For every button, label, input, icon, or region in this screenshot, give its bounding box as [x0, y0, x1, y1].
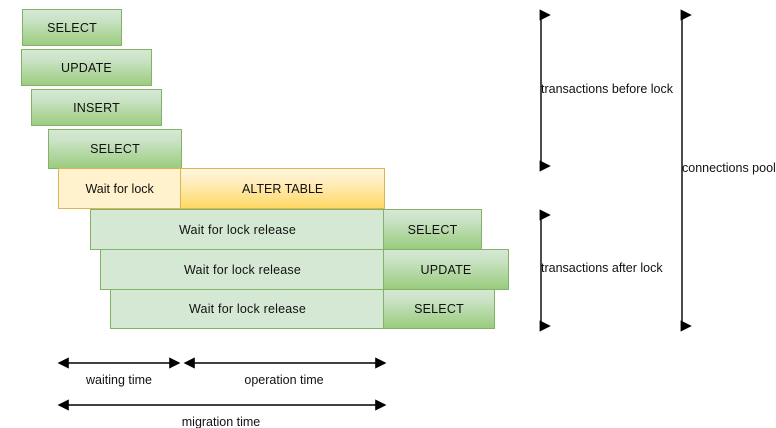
wait-release-label: Wait for lock release — [184, 262, 301, 277]
migration-time-arrow — [52, 397, 392, 413]
transaction-bar-select-1: SELECT — [22, 9, 122, 46]
waiting-time-label: waiting time — [86, 373, 152, 387]
lock-row: Wait for lock ALTER TABLE — [58, 168, 385, 209]
transaction-bar-update-1: UPDATE — [21, 49, 152, 86]
connections-pool-label: connections pool — [682, 161, 776, 175]
transaction-bar-insert-1: INSERT — [31, 89, 162, 126]
executed-statement-label: SELECT — [407, 222, 458, 237]
migration-time-label: migration time — [181, 415, 261, 428]
transactions-before-lock-arrow — [533, 5, 551, 175]
executed-statement-select-2: SELECT — [383, 289, 495, 329]
executed-statement-update-1: UPDATE — [383, 249, 509, 290]
transaction-bar-label: SELECT — [47, 20, 97, 35]
wait-release-row-2: Wait for lock release UPDATE — [100, 249, 509, 290]
transaction-bar-label: SELECT — [90, 142, 140, 156]
transaction-bar-label: INSERT — [73, 100, 120, 115]
alter-table-cell: ALTER TABLE — [180, 169, 384, 208]
alter-table-label: ALTER TABLE — [241, 181, 324, 196]
waiting-time-arrow — [52, 355, 186, 371]
wait-release-row-1: Wait for lock release SELECT — [90, 209, 482, 250]
operation-time-arrow — [178, 355, 392, 371]
wait-for-lock-cell: Wait for lock — [59, 169, 181, 208]
transactions-before-lock-label: transactions before lock — [541, 82, 674, 96]
executed-statement-label: SELECT — [414, 302, 464, 316]
transaction-bar-select-2: SELECT — [48, 129, 182, 169]
operation-time-label: operation time — [244, 373, 324, 387]
wait-release-row-3: Wait for lock release SELECT — [110, 289, 495, 329]
transactions-after-lock-label: transactions after lock — [541, 261, 663, 275]
transaction-bar-label: UPDATE — [61, 60, 112, 75]
executed-statement-label: UPDATE — [420, 262, 472, 277]
executed-statement-select-1: SELECT — [383, 209, 482, 250]
wait-for-lock-label: Wait for lock — [85, 181, 154, 196]
wait-release-label: Wait for lock release — [179, 222, 296, 237]
connections-pool-arrow — [674, 5, 692, 335]
wait-release-label: Wait for lock release — [189, 302, 306, 316]
transactions-after-lock-arrow — [533, 205, 551, 335]
